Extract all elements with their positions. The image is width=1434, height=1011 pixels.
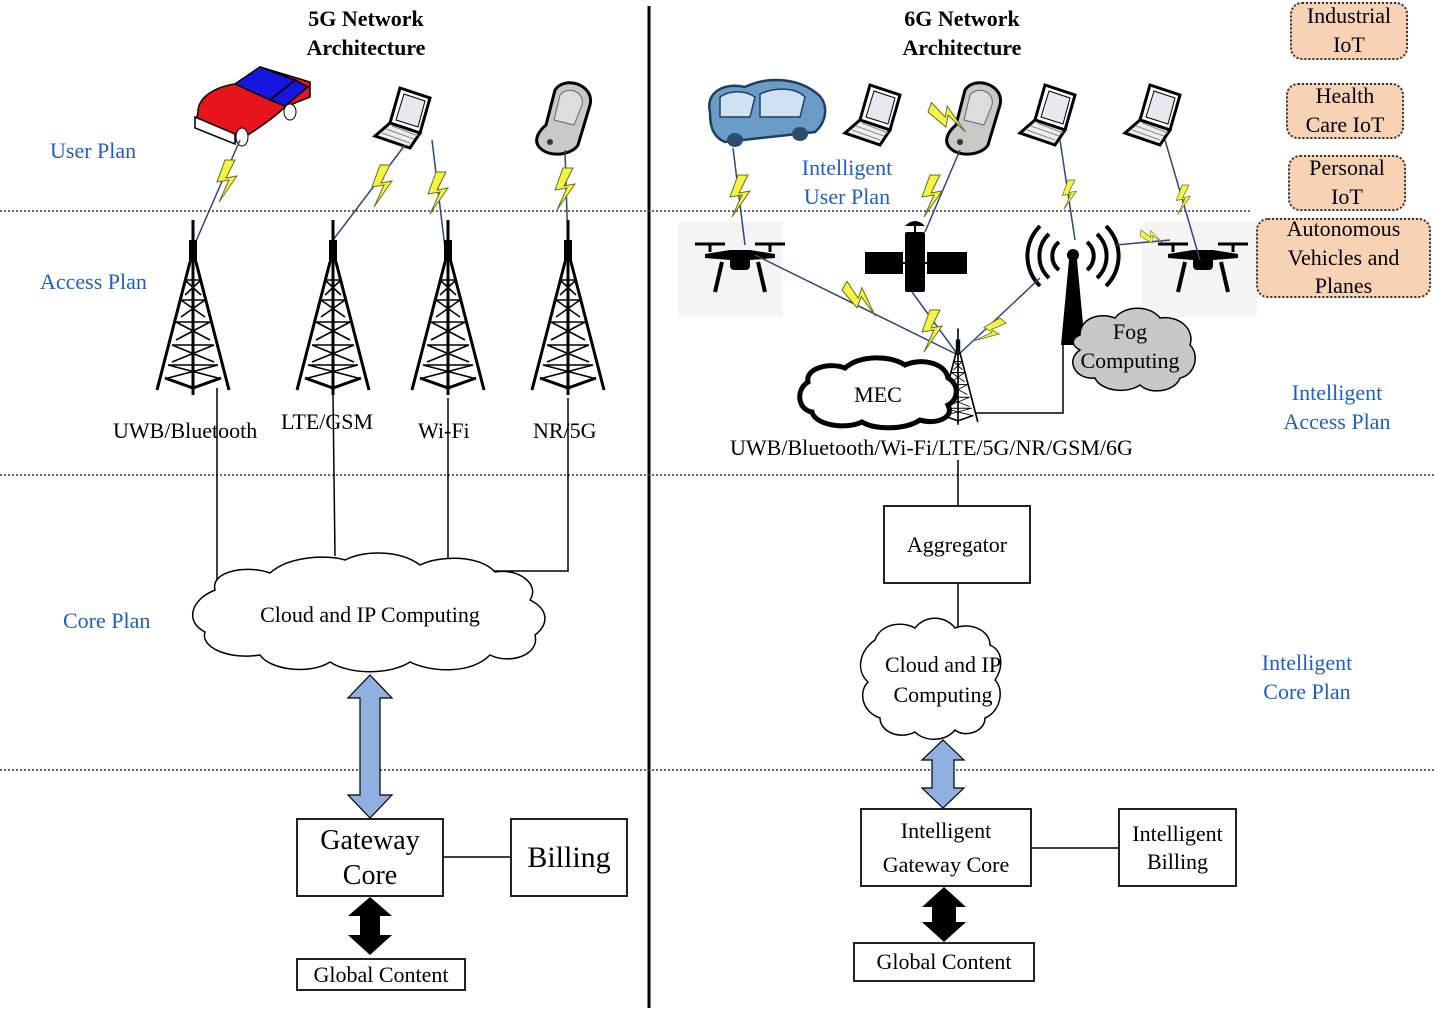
layer-label-intelligent-user: Intelligent User Plan: [787, 155, 907, 210]
layer-label-line: Intelligent: [1291, 380, 1383, 405]
tower-icon: [155, 218, 231, 397]
layer-label-intelligent-access: Intelligent Access Plan: [1272, 380, 1402, 435]
fog-cloud-shape: [1072, 307, 1196, 392]
mec-label: MEC: [854, 382, 902, 407]
bidirectional-arrow-icon: [346, 674, 394, 819]
radio-technologies-label: UWB/Bluetooth/Wi-Fi/LTE/5G/NR/GSM/6G: [730, 435, 1133, 460]
app-line: Industrial: [1306, 3, 1392, 29]
app-line: Health: [1315, 83, 1375, 109]
billing-box: Billing: [510, 818, 628, 897]
app-line: Autonomous: [1286, 216, 1401, 242]
laptop-icon: [843, 83, 902, 147]
car-icon: [708, 78, 827, 147]
app-line: Care IoT: [1305, 112, 1385, 137]
lightning-icon: [371, 164, 393, 208]
layer-label-access: Access Plan: [40, 269, 147, 294]
layer-label-core: Core Plan: [63, 608, 151, 633]
gateway-core-line2: Core: [342, 859, 398, 891]
layer-label-line: Core Plan: [1263, 679, 1351, 705]
laptop-icon: [1018, 83, 1077, 147]
cloud-label: Cloud and IP Computing: [260, 602, 480, 627]
cloud-shape: [859, 617, 1002, 740]
gateway-line: Intelligent: [900, 818, 992, 843]
intelligent-gateway-core-box: Intelligent Gateway Core: [860, 808, 1032, 887]
billing-line: Billing: [1146, 848, 1209, 874]
cloud-shape: [191, 552, 546, 673]
app-line: Vehicles and: [1287, 244, 1400, 270]
cloud-label: Cloud and IP Computing: [868, 650, 1018, 709]
mec-cloud-shape: [797, 355, 959, 431]
gateway-core-line1: Gateway: [320, 824, 420, 856]
global-content-box: Global Content: [853, 942, 1035, 982]
fog-computing-label: Fog Computing: [1070, 318, 1190, 375]
right-title-line2: Architecture: [902, 35, 1022, 61]
billing-line: Intelligent: [1132, 821, 1223, 846]
bidirectional-arrow-icon: [922, 887, 966, 942]
tower-icon: [410, 218, 486, 397]
layer-label-intelligent-core: Intelligent Core Plan: [1242, 650, 1372, 705]
aggregator-box: Aggregator: [883, 505, 1031, 584]
global-content-box: Global Content: [296, 958, 466, 991]
laptop-icon: [1123, 83, 1182, 147]
lightning-icon: [973, 313, 1008, 351]
drone-backdrop: [678, 222, 783, 317]
intelligent-billing-box: Intelligent Billing: [1118, 808, 1237, 887]
tower-icon: [530, 218, 606, 397]
lightning-icon: [1176, 184, 1191, 215]
layer-label-line: Access Plan: [1283, 409, 1391, 435]
car-icon: [194, 66, 311, 147]
layer-label-line: User Plan: [803, 184, 891, 210]
tower-label: UWB/Bluetooth: [113, 418, 258, 443]
left-title-line2: Architecture: [306, 35, 426, 61]
cloud-line: Computing: [893, 681, 993, 707]
left-title: 5G Network Architecture: [266, 6, 466, 61]
antenna-icon: [1025, 224, 1121, 345]
left-title-line1: 5G Network: [308, 6, 424, 31]
lightning-icon: [554, 167, 576, 211]
gateway-core-box: Gateway Core: [296, 818, 444, 897]
bidirectional-arrow-icon: [348, 897, 392, 955]
right-title-line1: 6G Network: [904, 6, 1020, 31]
fog-line: Fog: [1112, 319, 1148, 344]
cloud-line: Cloud and IP: [884, 652, 1002, 677]
layer-label-line: Intelligent: [1261, 650, 1353, 675]
satellite-icon: [865, 221, 967, 292]
tower-fog-connector: [975, 345, 1064, 414]
mobile-phone-icon: [535, 81, 593, 156]
right-title: 6G Network Architecture: [862, 6, 1062, 61]
tower-label: LTE/GSM: [281, 409, 374, 434]
laptop-icon: [373, 86, 432, 150]
app-line: Personal: [1309, 155, 1385, 181]
tower-label: Wi-Fi: [418, 418, 470, 443]
gateway-line: Gateway Core: [882, 851, 1010, 877]
tower-label: NR/5G: [533, 418, 597, 443]
tower-icon: [295, 218, 371, 397]
layer-label-user: User Plan: [50, 138, 137, 163]
app-line: IoT: [1333, 32, 1365, 57]
app-line: Planes: [1314, 273, 1373, 299]
tower-cloud-connectors: [216, 388, 569, 580]
fog-line: Computing: [1080, 347, 1180, 373]
app-line: IoT: [1331, 184, 1363, 209]
bidirectional-arrow-icon: [920, 739, 966, 809]
lightning-icon: [216, 159, 238, 203]
layer-label-line: Intelligent: [801, 155, 893, 180]
